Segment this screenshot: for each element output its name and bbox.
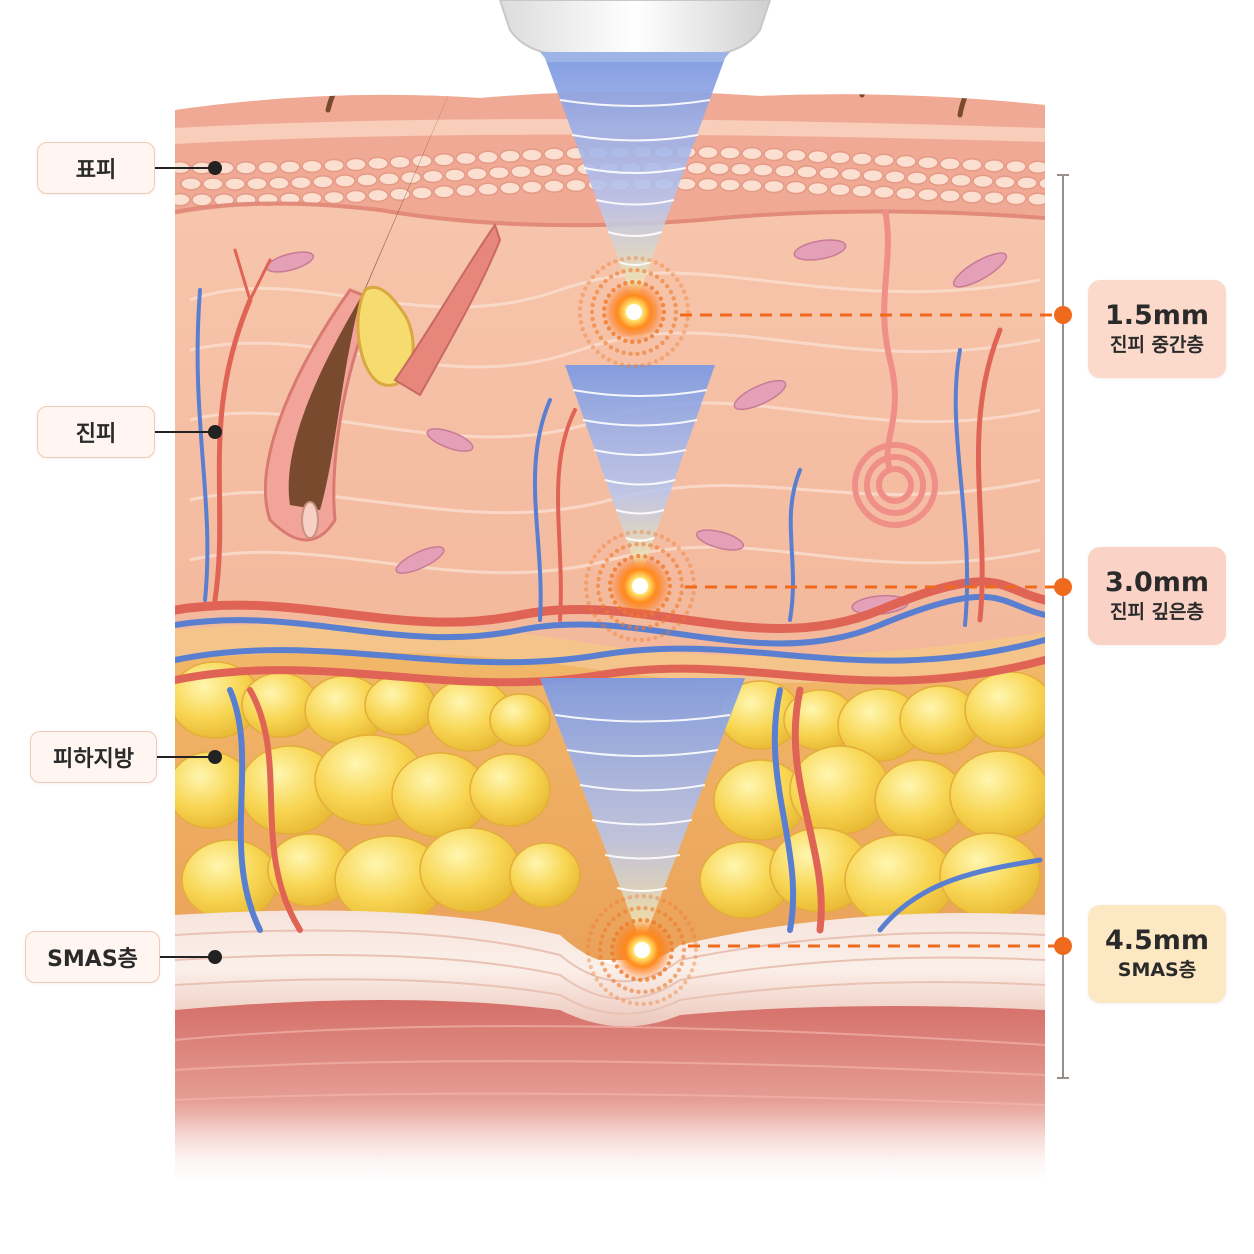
depth-value-1: 1.5mm xyxy=(1104,300,1210,332)
label-smas: SMAS층 xyxy=(25,931,160,983)
label-epidermis: 표피 xyxy=(37,142,155,194)
depth-box-2: 3.0mm 진피 깊은층 xyxy=(1088,547,1226,645)
depth-box-1: 1.5mm 진피 중간층 xyxy=(1088,280,1226,378)
depth-layer-2: 진피 깊은층 xyxy=(1109,600,1204,623)
depth-value-2: 3.0mm xyxy=(1104,567,1210,599)
ultrasound-beam-1 xyxy=(545,58,725,305)
depth-scale xyxy=(1057,174,1069,1079)
depth-layer-3: SMAS층 xyxy=(1117,958,1197,981)
focal-point-2 xyxy=(583,529,697,643)
depth-layer-1: 진피 중간층 xyxy=(1109,333,1204,356)
depth-value-3: 4.5mm xyxy=(1104,925,1210,957)
hifu-device-tip xyxy=(498,0,772,62)
ultrasound-beam-2 xyxy=(565,365,715,578)
depth-box-3: 4.5mm SMAS층 xyxy=(1088,905,1226,1003)
focal-point-3 xyxy=(585,893,699,1007)
ultrasound-beam-3 xyxy=(540,678,745,945)
focal-point-1 xyxy=(577,255,691,369)
label-subcutaneous-fat: 피하지방 xyxy=(30,731,157,783)
label-dermis: 진피 xyxy=(37,406,155,458)
